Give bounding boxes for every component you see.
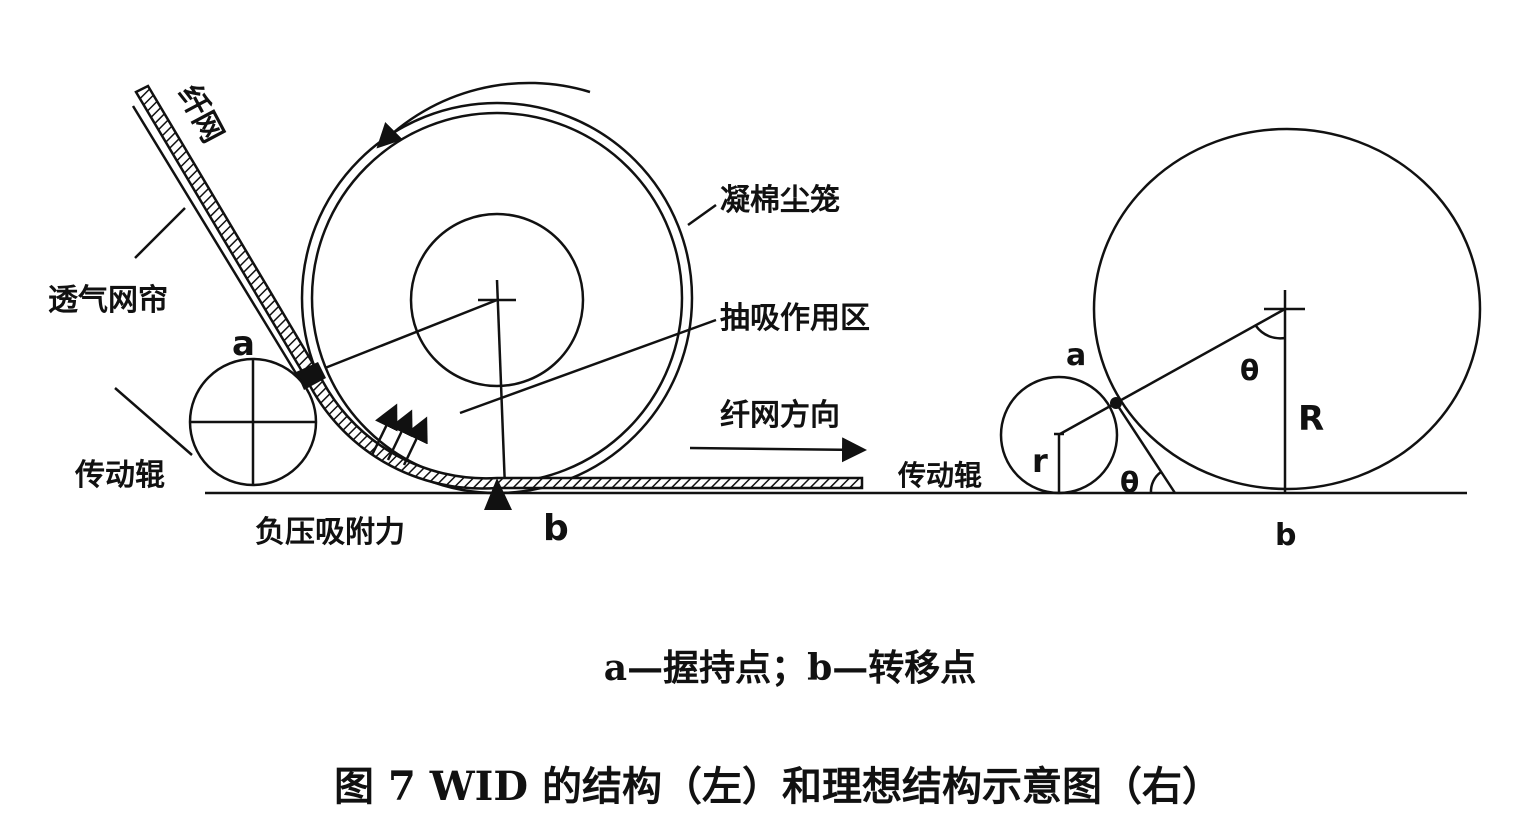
- web-direction-label: 纤网方向: [720, 398, 840, 433]
- angle-arc-top: [1254, 325, 1286, 340]
- tangent-line: [1114, 402, 1177, 494]
- suction-arrow-icon: [386, 409, 413, 461]
- screen-leader-line: [134, 207, 186, 259]
- roller-label: 传动辊: [74, 458, 165, 493]
- angle-theta-top: θ: [1240, 354, 1259, 387]
- cage-vertical-radius: [495, 279, 507, 489]
- roller-leader-line: [114, 387, 193, 456]
- figure-caption: 图 7 WID 的结构（左）和理想结构示意图（右）: [334, 763, 1222, 810]
- ideal-cage-circle: [1092, 127, 1482, 491]
- point-b-label-right: b: [1275, 518, 1296, 553]
- right-ideal-structure: 传动辊 a θ R r θ b: [897, 127, 1482, 553]
- screen-label: 透气网帘: [48, 283, 168, 318]
- left-structure: 纤网 透气网帘 a 传动辊 负压吸附力 b 凝棉尘笼 抽吸作用区 纤网方向: [48, 79, 870, 550]
- point-a-label: a: [232, 324, 255, 364]
- radius-R-label: R: [1298, 399, 1324, 439]
- radius-r-label: r: [1032, 442, 1048, 480]
- suction-force-label: 负压吸附力: [255, 515, 405, 550]
- roller-label-right: 传动辊: [897, 459, 982, 492]
- angle-arc-bottom: [1149, 470, 1162, 494]
- web-direction-arrow-icon: [689, 437, 867, 463]
- angle-theta-bottom: θ: [1120, 466, 1139, 499]
- point-a-label-right: a: [1066, 338, 1086, 373]
- air-permeable-screen: [131, 105, 302, 381]
- contact-point-a: [1110, 397, 1122, 409]
- suction-zone-leader-line: [459, 318, 717, 415]
- point-b-label: b: [543, 508, 569, 549]
- center-line: [1059, 307, 1286, 436]
- cage-radius-to-a: [324, 298, 498, 370]
- suction-zone-label: 抽吸作用区: [720, 301, 870, 336]
- cage-label: 凝棉尘笼: [720, 183, 840, 218]
- suction-arrow-icon: [402, 416, 428, 466]
- rotation-arrow-icon: [376, 81, 591, 149]
- suction-inner-circle: [409, 212, 585, 388]
- cage-leader-line: [687, 203, 717, 227]
- transfer-point-marker: [484, 478, 512, 510]
- fiber-web-band: [134, 84, 864, 490]
- legend-line: a—握持点；b—转移点: [604, 647, 977, 689]
